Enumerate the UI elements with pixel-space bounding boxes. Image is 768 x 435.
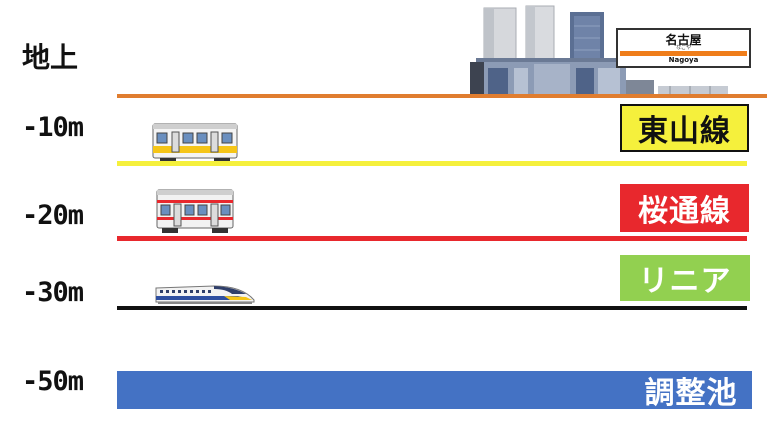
reservoir-label: 調整池: [644, 376, 738, 411]
depth-label-30m: -30m: [22, 277, 84, 308]
depth-label-10m: -10m: [22, 112, 84, 143]
station-name: 名古屋: [665, 33, 702, 47]
linear-line-level: [117, 306, 747, 310]
ground-level-line: [117, 94, 767, 98]
station-sign: 名古屋 なごや Nagoya: [616, 28, 751, 68]
sakuradori-line-label: 桜通線: [620, 184, 749, 232]
station-kana: なごや: [675, 45, 691, 51]
subway-train-yellow-icon: [152, 123, 238, 162]
higashiyama-line-label: 東山線: [620, 104, 749, 152]
station-sign-bar: [620, 51, 747, 56]
depth-label-50m: -50m: [22, 366, 84, 397]
reservoir-bar: [117, 371, 752, 409]
linear-line-label: リニア: [620, 255, 750, 301]
maglev-train-icon: [155, 285, 255, 304]
station-roman: Nagoya: [668, 56, 699, 64]
ground-level-label: 地上: [22, 41, 79, 74]
depth-label-20m: -20m: [22, 200, 84, 231]
sakuradori-line-level: [117, 236, 747, 241]
higashiyama-line-level: [117, 161, 747, 166]
building-skyline-icon: [470, 5, 728, 96]
subway-train-red-icon: [156, 189, 234, 233]
